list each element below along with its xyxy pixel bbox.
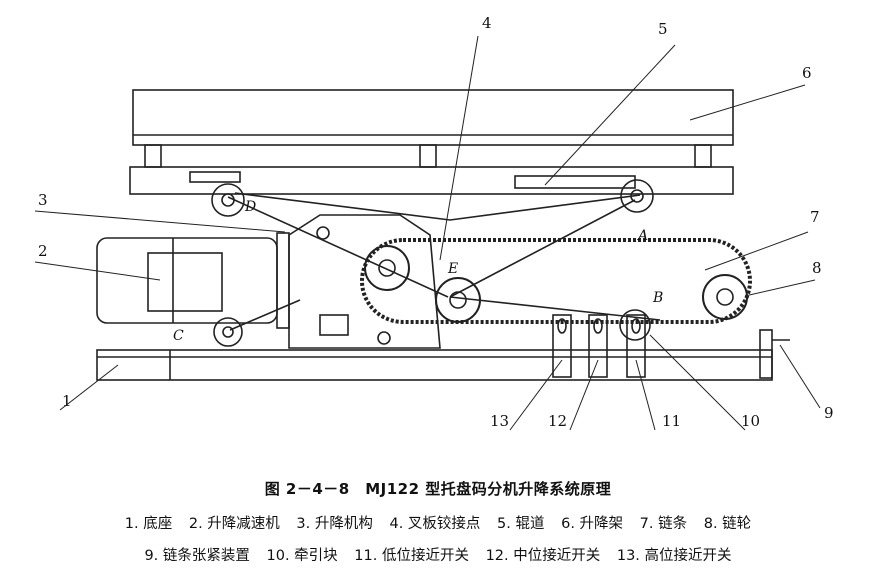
lifting-frame [132, 89, 734, 146]
figure-caption: 图 2－4－8 MJ122 型托盘码分机升降系统原理 [264, 480, 612, 498]
legend-line-1: 1. 底座 2. 升降减速机 3. 升降机构 4. 叉板铰接点 5. 辊道 6.… [0, 512, 876, 533]
chain-tensioner [759, 329, 773, 379]
legend-item: 1. 底座 [124, 516, 173, 532]
point-a: A [636, 228, 648, 244]
callout-1: 1 [62, 392, 72, 410]
traction-block-wheel [619, 309, 651, 341]
callout-13: 13 [490, 412, 509, 430]
sprocket-right [702, 274, 748, 320]
sprocket-e [435, 277, 481, 323]
pivot-wheel-d [211, 183, 245, 217]
callout-5: 5 [658, 20, 668, 38]
legend-item: 10. 牵引块 [266, 548, 338, 564]
switch-high [552, 314, 572, 378]
point-e: E [447, 261, 458, 277]
callout-9: 9 [824, 404, 834, 422]
pivot-wheel-a [620, 179, 654, 213]
callout-8: 8 [812, 259, 822, 277]
legend-item: 8. 链轮 [703, 516, 752, 532]
legend-item: 6. 升降架 [561, 516, 624, 532]
point-c: C [173, 328, 184, 344]
legend-item: 5. 辊道 [497, 516, 545, 532]
legend-item: 9. 链条张紧装置 [144, 548, 250, 564]
callout-2: 2 [38, 242, 48, 260]
callout-3: 3 [38, 191, 48, 209]
roller-conveyor [129, 166, 734, 195]
callout-7: 7 [810, 208, 820, 226]
base [96, 349, 773, 381]
point-b: B [652, 290, 663, 306]
switch-mid [588, 314, 608, 378]
callout-4: 4 [482, 14, 492, 32]
legend-item: 11. 低位接近开关 [354, 548, 469, 564]
legend-item: 7. 链条 [639, 516, 688, 532]
legend-item: 4. 叉板铰接点 [389, 516, 481, 532]
lift-system-diagram: 1 2 3 4 5 6 7 8 9 10 11 12 13 A B C D E [34, 14, 834, 431]
point-d: D [244, 199, 256, 215]
legend-item: 12. 中位接近开关 [485, 548, 601, 564]
legend-item: 13. 高位接近开关 [616, 548, 732, 564]
lifting-mechanism [288, 214, 441, 349]
callout-12: 12 [548, 412, 567, 430]
legend-line-2: 9. 链条张紧装置 10. 牵引块 11. 低位接近开关 12. 中位接近开关 … [0, 544, 876, 565]
legend-item: 3. 升降机构 [296, 516, 373, 532]
callout-10: 10 [741, 412, 760, 430]
legend-item: 2. 升降减速机 [188, 516, 280, 532]
callout-6: 6 [802, 64, 812, 82]
callout-11: 11 [662, 412, 681, 430]
switch-low [626, 314, 646, 378]
sprocket-left [364, 245, 410, 291]
pivot-wheel-c [213, 317, 243, 347]
chain [360, 238, 752, 324]
